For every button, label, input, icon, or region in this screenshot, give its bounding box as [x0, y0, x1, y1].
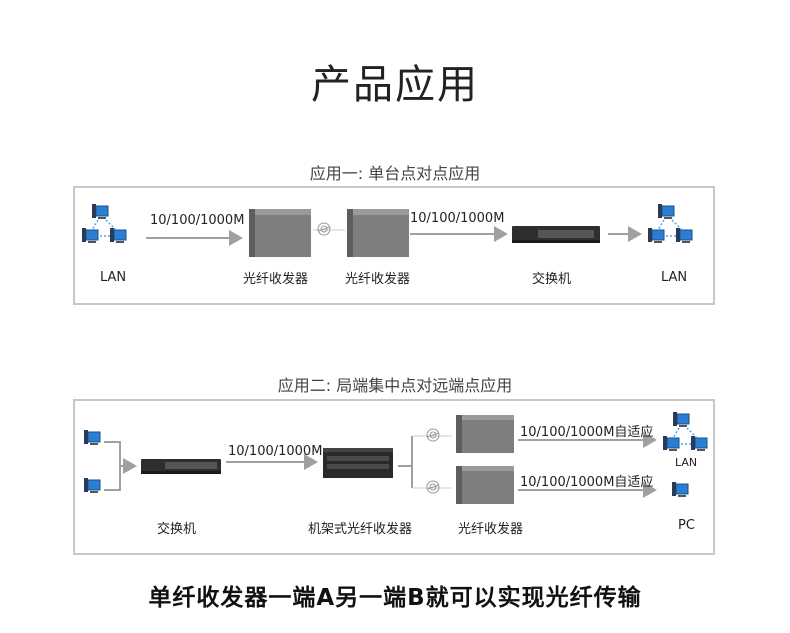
app2-pc-label: PC	[678, 518, 695, 533]
app1-switch-label: 交换机	[532, 272, 572, 287]
app2-fiber-top-icon	[426, 428, 440, 442]
app1-switch-icon	[512, 226, 600, 243]
app1-fiber-icon	[317, 222, 331, 236]
app1-converter2-icon	[347, 209, 409, 257]
app2-converters-label: 光纤收发器	[458, 522, 524, 537]
app2-converter-top-icon	[456, 415, 514, 453]
app1-converter1-label: 光纤收发器	[243, 272, 309, 287]
app2-speed-auto-bottom: 10/100/1000M自适应	[520, 475, 654, 490]
app2-pc-top-icon	[83, 429, 101, 446]
app1-speed-label: 10/100/1000M	[150, 213, 245, 228]
app2-pc-connector	[104, 441, 121, 491]
app2-pc-bottom-icon	[83, 477, 101, 494]
app2-rack-icon	[323, 448, 393, 478]
app2-converter-bottom-icon	[456, 466, 514, 504]
app2-title: 应用二: 局端集中点对远端点应用	[277, 376, 513, 395]
app1-lan-right-label: LAN	[661, 270, 688, 285]
app2-lan-label: LAN	[675, 456, 698, 469]
app2-speed-label: 10/100/1000M	[228, 444, 323, 459]
app1-converter2-label: 光纤收发器	[345, 272, 411, 287]
footer-note: 单纤收发器一端A另一端B就可以实现光纤传输	[148, 585, 642, 611]
app2-panel	[73, 399, 715, 555]
app1-converter1-icon	[249, 209, 311, 257]
app2-speed-auto-top: 10/100/1000M自适应	[520, 425, 654, 440]
page-title: 产品应用	[311, 62, 479, 108]
app2-pc-right-icon	[671, 481, 689, 498]
app2-lan-icon	[663, 412, 707, 451]
app2-switch-label: 交换机	[157, 522, 197, 537]
app1-title: 应用一: 单台点对点应用	[309, 164, 481, 183]
app1-lan-left-icon	[82, 204, 126, 243]
app1-lan-left-label: LAN	[100, 270, 127, 285]
app1-lan-right-icon	[648, 204, 692, 243]
app2-rack-label: 机架式光纤收发器	[308, 522, 413, 537]
app1-speed-label-2: 10/100/1000M	[410, 211, 505, 226]
app2-switch-icon	[141, 459, 221, 474]
app2-fiber-bottom-icon	[426, 480, 440, 494]
